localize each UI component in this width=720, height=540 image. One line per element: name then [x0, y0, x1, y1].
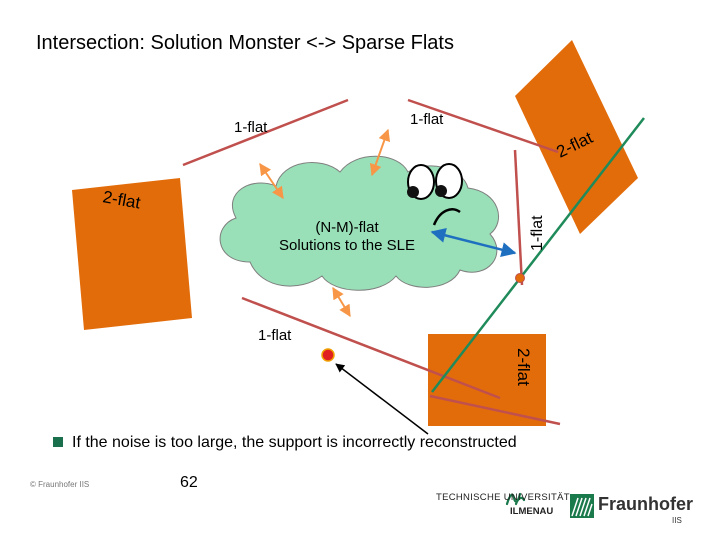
fraunhofer-sub: IIS	[672, 516, 682, 525]
cloud-label-line1: (N-M)-flat	[315, 219, 379, 236]
tu-ilmenau-logo: TECHNISCHE UNIVERSITÄT ILMENAU	[436, 488, 570, 534]
bullet-text: If the noise is too large, the support i…	[72, 434, 517, 451]
tu-logo-line2: ILMENAU	[510, 506, 554, 517]
one-flat-line-top-right	[407, 98, 559, 154]
two-flat-bottom-plane	[428, 334, 546, 426]
slide-title: Intersection: Solution Monster <-> Spars…	[36, 32, 454, 54]
orange-arrow-3	[332, 286, 351, 318]
fraunhofer-name: Fraunhofer	[598, 494, 694, 514]
fraunhofer-logo: Fraunhofer IIS	[570, 494, 700, 530]
two-flat-top-right-plane	[515, 40, 638, 234]
green-line	[431, 117, 645, 393]
intersection-point-red	[321, 348, 335, 362]
blue-arrow	[430, 228, 517, 257]
one-flat-label-top-right: 1-flat	[410, 111, 444, 128]
page-number: 62	[180, 474, 198, 491]
one-flat-line-bottom-right	[429, 394, 561, 426]
two-flat-left-plane	[72, 178, 192, 330]
fraunhofer-mark-icon	[570, 494, 594, 518]
one-flat-label-bottom: 1-flat	[258, 327, 292, 344]
intersection-point-right	[515, 273, 525, 283]
one-flat-line-top-left	[182, 98, 349, 167]
cloud-label-line2: Solutions to the SLE	[279, 237, 415, 254]
monster-face	[407, 163, 463, 226]
tu-logo-line1: TECHNISCHE UNIVERSITÄT	[436, 492, 570, 503]
one-flat-label-vertical: 1-flat	[529, 215, 546, 251]
one-flat-label-top-left: 1-flat	[234, 119, 268, 136]
bullet-marker	[53, 437, 63, 447]
tu-ilmenau-mark-icon	[505, 492, 526, 506]
footer-copyright: © Fraunhofer IIS	[30, 480, 90, 489]
black-pointer-arrow	[335, 363, 429, 435]
orange-arrow-2	[369, 128, 391, 177]
one-flat-line-vertical	[513, 149, 524, 286]
one-flat-line-bottom	[241, 296, 501, 400]
orange-arrow-1	[259, 163, 284, 199]
two-flat-label-bottom: 2-flat	[514, 348, 533, 386]
